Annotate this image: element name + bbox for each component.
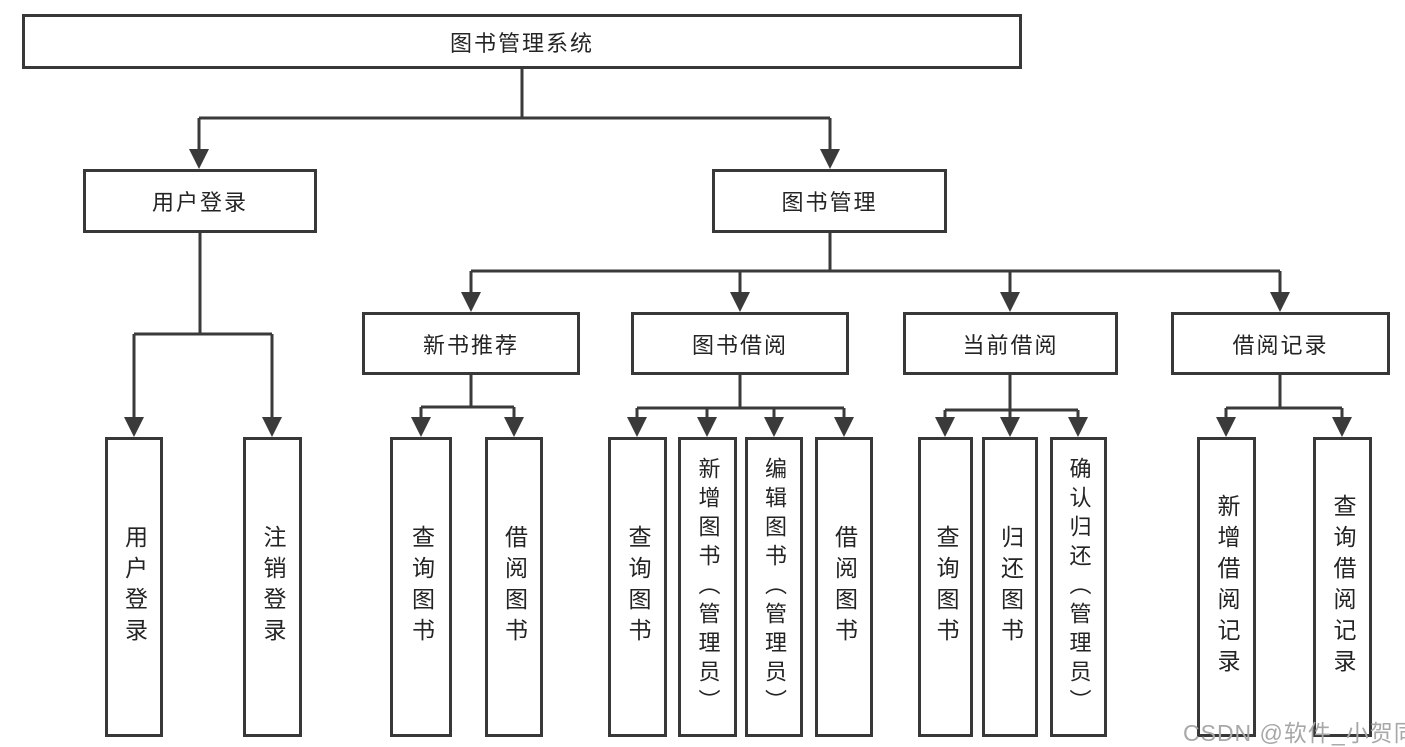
arrowhead-icon	[411, 417, 431, 437]
arrowhead-icon	[461, 292, 481, 312]
leaf-query-books-recommend: 查询图书	[390, 437, 452, 737]
leaf-logout: 注销登录	[243, 437, 302, 737]
edge-records-to-leaves	[1224, 375, 1344, 418]
arrowheads	[124, 149, 1352, 437]
leaf-add-borrow-record: 新增借阅记录	[1197, 437, 1256, 737]
leaf-borrow-books-recommend: 借阅图书	[485, 437, 543, 737]
edge-recommend-to-leaves	[419, 375, 516, 418]
arrowhead-icon	[834, 417, 854, 437]
leaf-query-borrow-record: 查询借阅记录	[1313, 437, 1372, 737]
node-current-borrow: 当前借阅	[903, 312, 1118, 375]
arrowhead-icon	[764, 417, 784, 437]
node-borrow-records: 借阅记录	[1171, 312, 1390, 375]
arrowhead-icon	[262, 417, 282, 437]
arrowhead-icon	[697, 417, 717, 437]
arrowhead-icon	[935, 417, 955, 437]
leaf-confirm-return-admin: 确认归还（管理员）	[1050, 437, 1107, 737]
arrowhead-icon	[1068, 417, 1088, 437]
leaf-add-books-admin: 新增图书（管理员）	[678, 437, 737, 737]
edge-borrow-to-leaves	[635, 375, 846, 418]
arrowhead-icon	[1270, 292, 1290, 312]
node-new-book-recommend: 新书推荐	[362, 312, 580, 375]
arrowhead-icon	[189, 149, 209, 169]
edge-current-to-leaves	[943, 375, 1080, 418]
arrowhead-icon	[1000, 292, 1020, 312]
csdn-watermark: CSDN @软件_小贺同学	[1183, 720, 1405, 746]
node-library-system: 图书管理系统	[22, 14, 1022, 69]
node-book-borrow: 图书借阅	[631, 312, 849, 375]
arrowhead-icon	[1332, 417, 1352, 437]
edge-root-to-branches	[197, 69, 832, 150]
edge-bookmgmt-to-modules	[469, 233, 1282, 293]
arrowhead-icon	[1000, 417, 1020, 437]
leaf-borrow-books: 借阅图书	[815, 437, 873, 737]
leaf-query-books-borrow: 查询图书	[608, 437, 667, 737]
arrowhead-icon	[730, 292, 750, 312]
arrowhead-icon	[124, 417, 144, 437]
node-book-management: 图书管理	[712, 169, 947, 233]
edge-userlogin-to-leaves	[132, 232, 274, 418]
node-user-login: 用户登录	[83, 169, 317, 233]
leaf-user-login: 用户登录	[105, 437, 163, 737]
arrowhead-icon	[504, 417, 524, 437]
arrowhead-icon	[820, 149, 840, 169]
arrowhead-icon	[1216, 417, 1236, 437]
tree-edges	[132, 69, 1344, 418]
leaf-return-books: 归还图书	[982, 437, 1038, 737]
leaf-query-books-current: 查询图书	[918, 437, 973, 737]
leaf-edit-books-admin: 编辑图书（管理员）	[745, 437, 803, 737]
arrowhead-icon	[627, 417, 647, 437]
